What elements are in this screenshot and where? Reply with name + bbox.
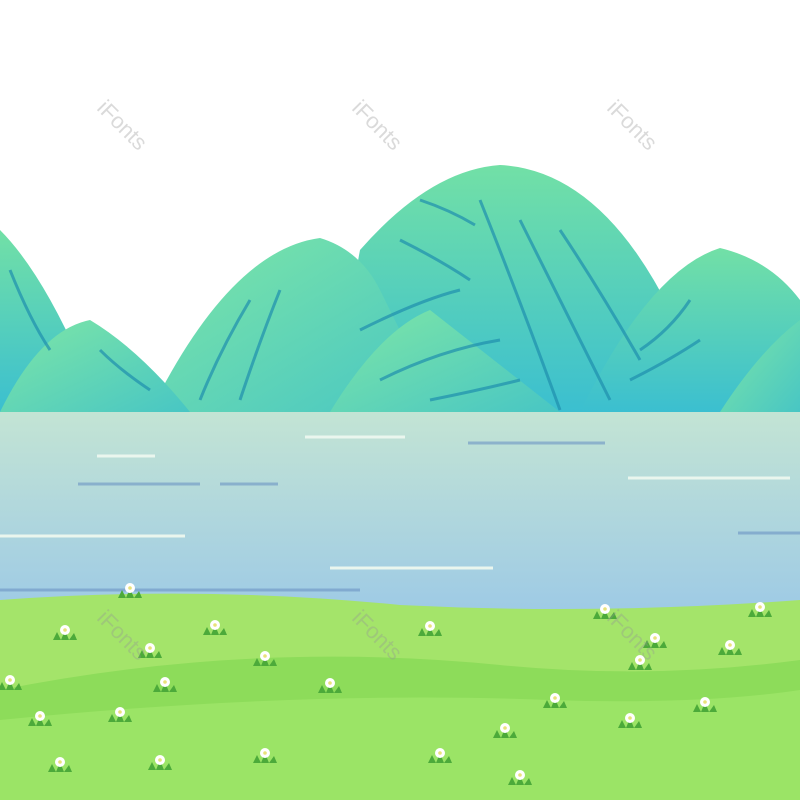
flower-center [38,714,42,718]
grass-front [0,690,800,800]
flower-center [63,628,67,632]
flower-center [118,710,122,714]
mountains [0,165,800,412]
flower-center [503,726,507,730]
mountain-right-front [720,320,800,412]
grass-tuft [0,680,22,690]
flower-center [638,658,642,662]
mountain-strokes [8,198,701,411]
flowers [0,583,772,785]
mountain-left-front [0,320,190,412]
flower-center [518,773,522,777]
flower-center [213,623,217,627]
flower-center [703,700,707,704]
flower-center [163,680,167,684]
flower-center [128,586,132,590]
flower-center [263,654,267,658]
flower-center [428,624,432,628]
flower-center [628,716,632,720]
water-ripples [0,435,790,570]
flower-center [328,681,332,685]
flower-center [758,605,762,609]
flower-center [603,607,607,611]
water-shadows [0,441,800,592]
mountain-center-front [330,310,560,412]
flower-center [148,646,152,650]
flower-center [438,751,442,755]
flower-center [58,760,62,764]
flower-center [653,636,657,640]
flower-center [553,696,557,700]
flower-center [728,643,732,647]
flower-center [263,751,267,755]
flower-center [158,758,162,762]
mountain-right [580,248,800,412]
flower-center [8,678,12,682]
meadow [0,593,800,800]
